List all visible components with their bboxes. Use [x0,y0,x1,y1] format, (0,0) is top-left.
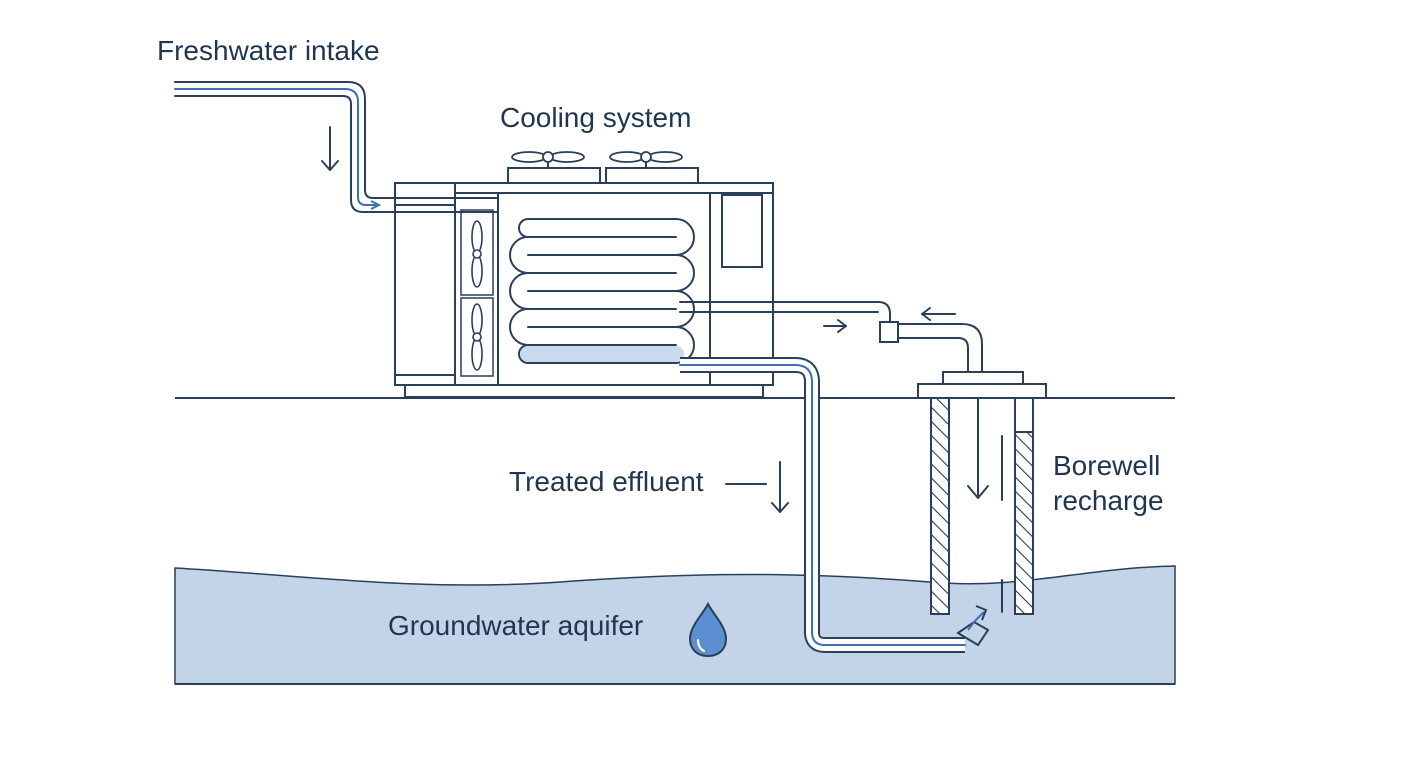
freshwater-intake-pipe [174,81,396,213]
flow-arrow-icon [956,620,990,647]
effluent-pipe [679,357,990,653]
borewell-recharge-label: Borewell recharge [1053,450,1164,516]
aquifer-layer [174,565,1176,685]
outlet-pipe [679,301,983,373]
intake-down-arrow [321,126,339,171]
fan-icon [609,151,683,169]
serpentine-coil [509,218,695,364]
borewell [917,371,1047,615]
freshwater-intake-label: Freshwater intake [157,35,380,66]
effluent-down-arrow [725,461,789,513]
groundwater-aquifer-label: Groundwater aquifer [388,610,644,641]
fan-icon [511,151,585,169]
flow-arrow-icon [370,200,382,210]
cooling-system-label: Cooling system [500,102,692,133]
fan-icon [471,303,483,371]
fan-icon [471,220,483,288]
treated-effluent-label: Treated effluent [509,466,704,497]
